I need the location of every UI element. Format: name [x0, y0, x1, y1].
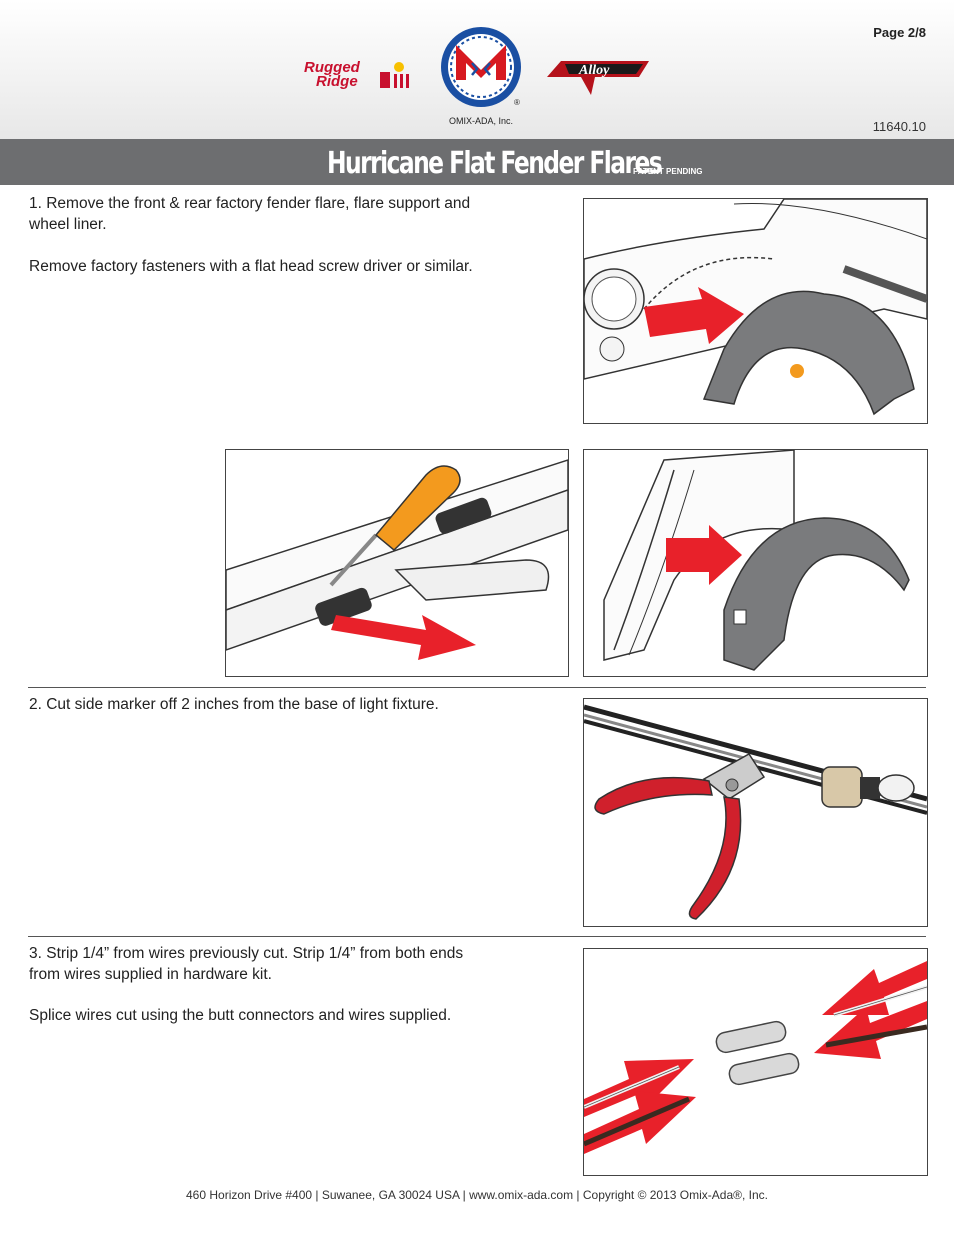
- omix-ada-logo: ® OMIX-ADA, Inc.: [436, 25, 526, 126]
- section-divider-2: [28, 936, 926, 937]
- title-bar: [0, 139, 954, 185]
- step-3-line-1: 3. Strip 1/4” from wires previously cut.…: [29, 945, 464, 962]
- section-divider-1: [28, 687, 926, 688]
- rugged-ridge-logo: Rugged Ridge: [302, 58, 420, 95]
- step-3-note: Splice wires cut using the butt connecto…: [29, 1007, 452, 1024]
- step-1-line-2: wheel liner.: [29, 216, 107, 233]
- document-number: 11640.10: [872, 119, 926, 134]
- page-number: Page 2/8: [873, 25, 926, 40]
- svg-text:®: ®: [514, 98, 520, 107]
- step-2-line-1: 2. Cut side marker off 2 inches from the…: [29, 696, 439, 713]
- page-title: Hurricane Flat Fender Flares: [327, 146, 663, 181]
- step-3-line-2: from wires supplied in hardware kit.: [29, 966, 272, 983]
- figure-rear-flare-removal: [583, 449, 928, 677]
- step-1-note: Remove factory fasteners with a flat hea…: [29, 258, 473, 275]
- svg-text:Rugged: Rugged: [304, 59, 361, 76]
- figure-wire-splice: [583, 948, 928, 1176]
- svg-text:Alloy: Alloy: [578, 63, 610, 78]
- figure-front-flare-removal: [583, 198, 928, 424]
- figure-cut-side-marker: [583, 698, 928, 927]
- step-1-line-1: 1. Remove the front & rear factory fende…: [29, 195, 471, 212]
- footer-contact: 460 Horizon Drive #400 | Suwanee, GA 300…: [186, 1188, 768, 1202]
- svg-text:Ridge: Ridge: [316, 73, 358, 90]
- alloy-logo: Alloy: [543, 55, 651, 104]
- figure-fastener-removal: [225, 449, 569, 677]
- patent-pending-tag: PATENT PENDING: [633, 167, 703, 176]
